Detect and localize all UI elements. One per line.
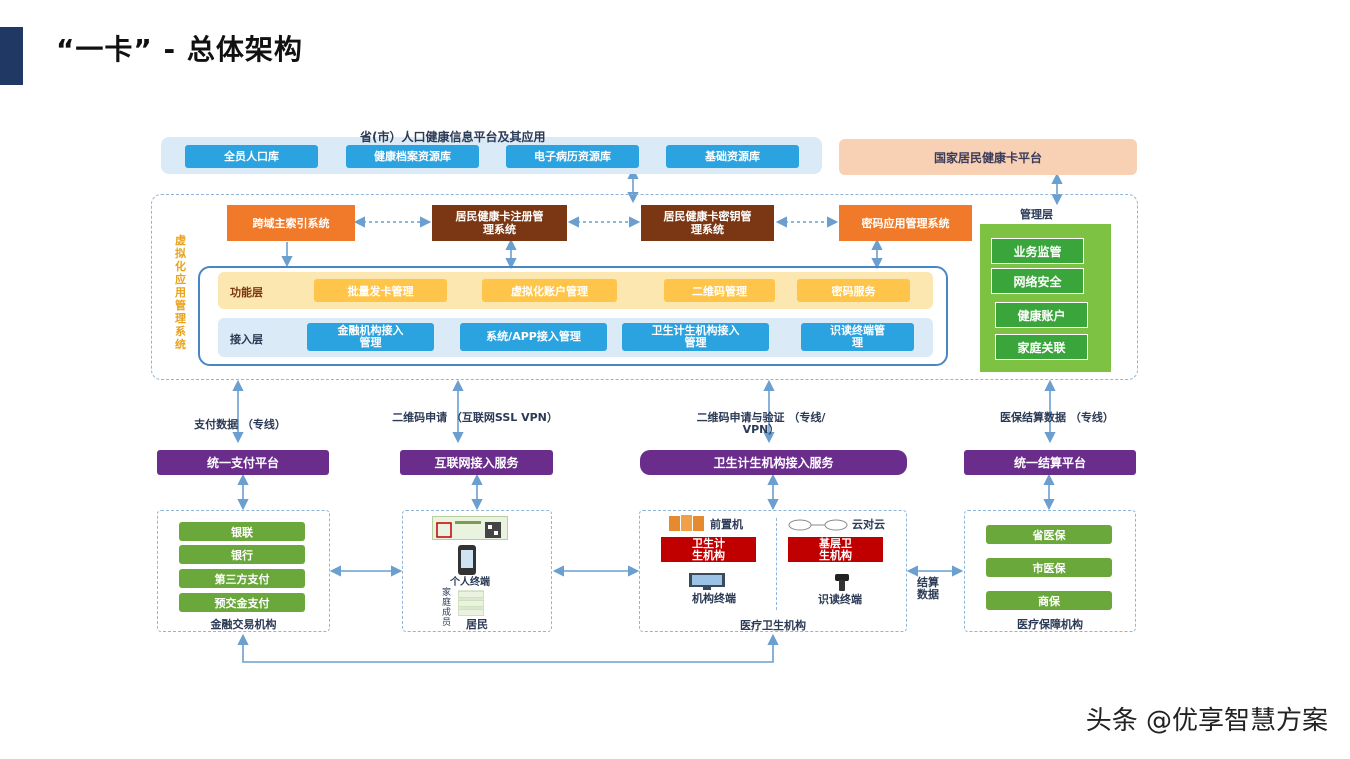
health-inst-access-service: 卫生计生机构接入服务 <box>640 450 907 475</box>
national-health-card-platform: 国家居民健康卡平台 <box>839 139 1137 175</box>
watermark-text: 头条 @优享智慧方案 <box>1085 706 1328 736</box>
qrcode-mgmt: 二维码管理 <box>664 279 775 302</box>
financial-access-mgmt: 金融机构接入管理 <box>307 323 434 351</box>
link-label-health: 二维码申请与验证 （专线/ VPN） <box>696 411 826 436</box>
insurance-institutions-box <box>964 510 1136 632</box>
layers-container <box>198 266 948 366</box>
crypto-application-system: 密码应用管理系统 <box>839 205 972 241</box>
cross-domain-index-system: 跨域主索引系统 <box>227 205 355 241</box>
qrcode-card-icon <box>432 516 508 540</box>
resource-full-population: 全员人口库 <box>185 145 318 168</box>
link-label-insurance: 医保结算数据 （专线） <box>1000 411 1114 424</box>
medical-institutions-box <box>639 510 907 632</box>
front-server-icon <box>668 514 706 532</box>
provincial-platform-title: 省(市）人口健康信息平台及其应用 <box>360 130 546 144</box>
unified-payment-platform: 统一支付平台 <box>157 450 329 475</box>
fin-unionpay: 银联 <box>179 522 305 541</box>
financial-institutions-label: 金融交易机构 <box>210 618 277 631</box>
health-inst-access-mgmt: 卫生计生机构接入管理 <box>622 323 769 351</box>
ins-city: 市医保 <box>986 558 1112 577</box>
crypto-service: 密码服务 <box>797 279 910 302</box>
front-server-label: 前置机 <box>710 518 743 531</box>
fin-prepaid: 预交金支付 <box>179 593 305 612</box>
family-card-icons <box>457 590 485 617</box>
card-registration-system: 居民健康卡注册管理系统 <box>432 205 567 241</box>
reader-terminal-mgmt: 识读终端管理 <box>801 323 914 351</box>
financial-institutions-box <box>157 510 330 632</box>
settlement-data-label: 结算数据 <box>917 576 939 601</box>
card-key-management-system: 居民健康卡密钥管理系统 <box>641 205 774 241</box>
mgmt-network-security: 网络安全 <box>991 268 1084 294</box>
unified-settlement-platform: 统一结算平台 <box>964 450 1136 475</box>
cloud-to-cloud-label: 云对云 <box>852 518 885 531</box>
ins-commercial: 商保 <box>986 591 1112 610</box>
medical-institutions-label: 医疗卫生机构 <box>740 619 806 632</box>
mgmt-family-link: 家庭关联 <box>995 334 1088 360</box>
residents-box <box>402 510 552 632</box>
fin-third-party: 第三方支付 <box>179 569 305 588</box>
reader-icon <box>831 572 853 592</box>
app-access-mgmt: 系统/APP接入管理 <box>460 323 607 351</box>
inst-terminal-label: 机构终端 <box>692 592 736 605</box>
batch-card-issue: 批量发卡管理 <box>314 279 447 302</box>
management-layer-label: 管理层 <box>1020 208 1053 221</box>
virtual-system-container <box>151 194 1138 380</box>
phone-icon <box>458 545 476 575</box>
arrow-fin-to-medical-bottom <box>237 633 779 663</box>
mgmt-health-account: 健康账户 <box>995 302 1088 328</box>
residents-label: 居民 <box>466 618 488 631</box>
family-members-label: 家庭成员 <box>442 588 452 628</box>
mgmt-business-supervision: 业务监管 <box>991 238 1084 264</box>
resource-health-records: 健康档案资源库 <box>346 145 479 168</box>
cloud-icon <box>788 516 848 531</box>
medical-divider <box>776 518 777 610</box>
fin-bank: 银行 <box>179 545 305 564</box>
link-label-payment: 支付数据 （专线） <box>194 418 286 431</box>
health-inst-box: 卫生计生机构 <box>661 537 756 562</box>
reader-terminal-label: 识读终端 <box>818 593 862 606</box>
access-layer-label: 接入层 <box>230 333 263 346</box>
resource-base: 基础资源库 <box>666 145 799 168</box>
page-title: “一卡” - 总体架构 <box>56 33 303 66</box>
insurance-institutions-label: 医疗保障机构 <box>1017 618 1083 631</box>
ins-provincial: 省医保 <box>986 525 1112 544</box>
internet-access-service: 互联网接入服务 <box>400 450 553 475</box>
virtual-system-label: 虚拟化应用管理系统 <box>175 234 186 351</box>
personal-terminal-label: 个人终端 <box>450 577 490 588</box>
link-label-internet: 二维码申请 （互联网SSL VPN） <box>392 411 558 424</box>
primary-care-inst-box: 基层卫生机构 <box>788 537 883 562</box>
function-layer-label: 功能层 <box>230 286 263 299</box>
virtual-account-mgmt: 虚拟化账户管理 <box>482 279 617 302</box>
title-accent-bar <box>0 27 23 85</box>
monitor-icon <box>687 572 727 590</box>
resource-emr: 电子病历资源库 <box>506 145 639 168</box>
